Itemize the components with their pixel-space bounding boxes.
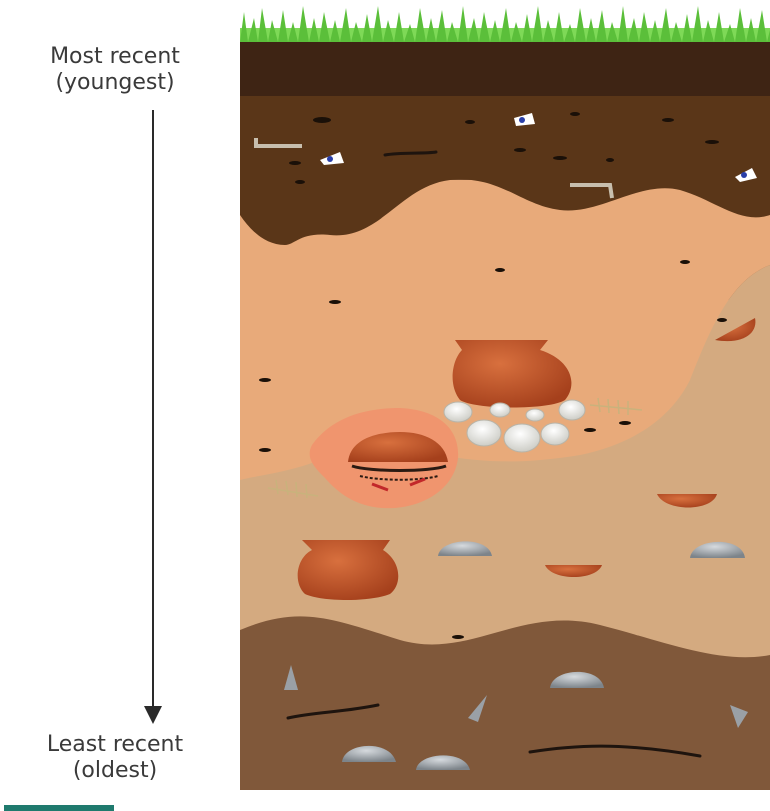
footer-bar — [4, 805, 114, 811]
topsoil-layer — [240, 40, 770, 96]
grass — [240, 6, 770, 42]
pot-lower — [298, 540, 399, 600]
